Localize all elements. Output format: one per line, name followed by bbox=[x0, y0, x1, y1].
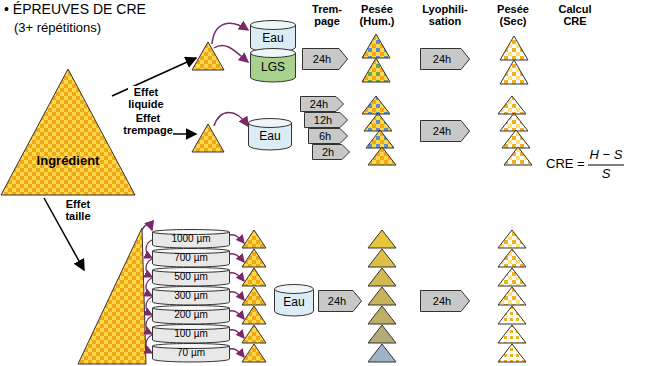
step-arrow: 24h bbox=[420, 48, 470, 70]
sieve-tray: 70 µm bbox=[152, 343, 230, 362]
column-header: Trem- page bbox=[312, 3, 342, 27]
column-header: Pesée (Sec) bbox=[497, 3, 529, 27]
formula-text: S bbox=[602, 167, 611, 181]
effect-label: Effet trempage bbox=[123, 112, 173, 136]
liquid-cylinder: LGS bbox=[250, 48, 296, 82]
step-arrow: 24h bbox=[300, 96, 344, 112]
sieve-tray: 300 µm bbox=[152, 286, 230, 305]
column-header: Pesée (Hum.) bbox=[360, 3, 395, 27]
node-text: 70 µm bbox=[177, 347, 205, 358]
sieve-tray: 1000 µm bbox=[152, 229, 230, 248]
node-text: 200 µm bbox=[174, 309, 208, 320]
node-text: 500 µm bbox=[174, 271, 208, 282]
sieve-tray: 700 µm bbox=[152, 248, 230, 267]
node-text: 100 µm bbox=[174, 328, 208, 339]
step-arrow: 6h bbox=[308, 128, 348, 144]
node-text: 24h bbox=[313, 53, 331, 65]
column-header: Lyophili- sation bbox=[422, 3, 467, 27]
step-arrow: 2h bbox=[312, 144, 350, 160]
effect-label: Effet taille bbox=[65, 198, 90, 222]
node-text: 24h bbox=[310, 98, 328, 110]
node-text: 24h bbox=[433, 295, 451, 307]
step-arrow: 24h bbox=[318, 290, 362, 312]
node-text: Eau bbox=[262, 32, 283, 45]
node-text: 12h bbox=[314, 114, 332, 126]
liquid-cylinder: Eau bbox=[274, 284, 314, 316]
ingredient-triangle: Ingrédient bbox=[0, 68, 136, 196]
step-arrow: 24h bbox=[302, 48, 348, 70]
node-text: Eau bbox=[259, 130, 280, 143]
step-arrow: 24h bbox=[420, 290, 470, 312]
node-text: Ingrédient bbox=[37, 154, 100, 168]
sieve-tray: 100 µm bbox=[152, 324, 230, 343]
sieve-tray: 200 µm bbox=[152, 305, 230, 324]
liquid-cylinder: Eau bbox=[250, 20, 296, 52]
node-text: Eau bbox=[283, 296, 304, 309]
sieve-tray: 500 µm bbox=[152, 267, 230, 286]
note-label: (3+ répétitions) bbox=[14, 21, 101, 35]
node-text: 2h bbox=[322, 146, 334, 158]
node-text: LGS bbox=[261, 61, 285, 74]
node-text: 300 µm bbox=[174, 290, 208, 301]
node-text: 24h bbox=[433, 53, 451, 65]
column-header: Calcul CRE bbox=[558, 3, 591, 27]
effect-label: Effet liquide bbox=[128, 86, 163, 110]
node-text: 6h bbox=[319, 130, 331, 142]
node-text: 1000 µm bbox=[171, 233, 210, 244]
node-outline bbox=[0, 68, 136, 196]
node-text: 24h bbox=[328, 295, 346, 307]
formula-text: H − S bbox=[590, 148, 623, 162]
node-text: 24h bbox=[433, 125, 451, 137]
formula-text: CRE = bbox=[546, 157, 585, 171]
diagram-title: • ÉPREUVES DE CRE bbox=[4, 2, 146, 17]
step-arrow: 12h bbox=[304, 112, 348, 128]
step-arrow: 24h bbox=[420, 120, 470, 142]
node-text: 700 µm bbox=[174, 252, 208, 263]
liquid-cylinder: Eau bbox=[248, 118, 292, 150]
